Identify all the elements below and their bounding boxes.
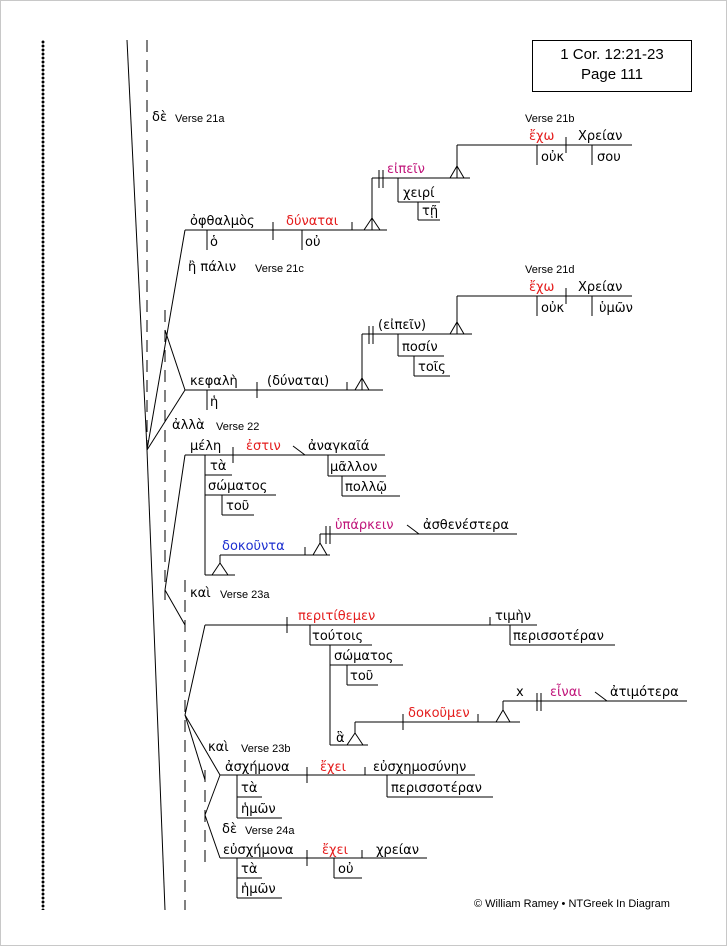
connector-line bbox=[164, 454, 186, 591]
word-anankaia: ἀναγκαῖά bbox=[308, 439, 370, 454]
word-cheiri: χειρί bbox=[403, 186, 435, 201]
word-hemon-2: ἡμῶν bbox=[241, 882, 276, 897]
word-ta-3: τὰ bbox=[241, 862, 258, 877]
word-tou: τοῦ bbox=[226, 499, 250, 514]
verse-label-21d: Verse 21d bbox=[525, 264, 575, 276]
word-euschemosynen: εὐσχημοσύνην bbox=[373, 760, 467, 775]
verse-label-24a: Verse 24a bbox=[245, 825, 295, 837]
word-eipein-implied: (εἰπεῖν) bbox=[378, 318, 427, 333]
connector-line bbox=[164, 589, 186, 626]
connector-line bbox=[184, 624, 206, 716]
word-estin: ἐστιν bbox=[246, 439, 281, 454]
word-de-2: δὲ bbox=[222, 822, 237, 837]
word-he: ἡ bbox=[210, 395, 219, 410]
word-chreian-2: Χρείαν bbox=[578, 280, 623, 295]
word-timen: τιμὴν bbox=[495, 609, 531, 624]
word-posin: ποσίν bbox=[402, 340, 438, 355]
word-perissoteran: περισσοτέραν bbox=[513, 629, 604, 644]
pedestal-foot bbox=[449, 165, 465, 179]
connector-line bbox=[146, 229, 186, 451]
word-hyparchein: ὑπάρκειν bbox=[335, 518, 394, 533]
pedestal-foot bbox=[449, 321, 465, 335]
word-ha: ἃ bbox=[336, 731, 345, 746]
word-ta-2: τὰ bbox=[241, 781, 258, 796]
spine-line bbox=[146, 449, 166, 911]
word-de: δὲ bbox=[152, 110, 167, 125]
word-chreian-3: χρείαν bbox=[376, 843, 420, 858]
word-kai-2: καὶ bbox=[208, 740, 229, 755]
word-echo: ἔχω bbox=[529, 129, 555, 144]
reference-page: Page 111 bbox=[581, 66, 643, 83]
word-ta: τὰ bbox=[210, 459, 227, 474]
word-dynatai-implied: (δύναται) bbox=[267, 374, 330, 389]
word-chreian: Χρείαν bbox=[578, 129, 623, 144]
word-echei: ἔχει bbox=[320, 760, 346, 775]
word-aschemona: ἀσχήμονα bbox=[225, 760, 290, 775]
slant-divider bbox=[292, 445, 306, 456]
word-euschemona: εὐσχήμονα bbox=[223, 843, 294, 858]
pedestal-foot bbox=[354, 377, 370, 391]
word-toutois: τούτοις bbox=[312, 629, 364, 644]
connector-line bbox=[204, 774, 221, 816]
binding-spine bbox=[40, 40, 46, 910]
word-dokoumen: δοκοῦμεν bbox=[408, 706, 470, 721]
word-ophthalmos: ὀφθαλμὸς bbox=[190, 214, 255, 229]
word-mallon: μᾶλλον bbox=[330, 460, 378, 475]
reference-verse: 1 Cor. 12:21-23 bbox=[560, 46, 664, 63]
pedestal-foot bbox=[346, 732, 364, 746]
verse-label-22: Verse 22 bbox=[216, 421, 260, 433]
word-e-palin: ἢ πάλιν bbox=[188, 260, 237, 275]
reference-box: 1 Cor. 12:21-23 Page 111 bbox=[532, 40, 692, 92]
word-kephale: κεφαλὴ bbox=[190, 374, 238, 389]
word-ou: οὐ bbox=[305, 235, 321, 250]
connector-line bbox=[184, 714, 206, 781]
slant-divider bbox=[594, 691, 608, 702]
pedestal-foot bbox=[495, 709, 511, 723]
word-pollo: πολλῷ bbox=[345, 480, 388, 495]
word-ou-2: οὐ bbox=[338, 862, 354, 877]
pedestal-foot bbox=[312, 542, 328, 556]
word-echei-2: ἔχει bbox=[322, 843, 348, 858]
word-peritithemen: περιτίθεμεν bbox=[298, 609, 376, 624]
word-ouk-2: οὐκ bbox=[541, 301, 565, 316]
pedestal-foot bbox=[211, 562, 229, 576]
word-ouk: οὐκ bbox=[541, 150, 565, 165]
word-ho: ὁ bbox=[210, 235, 218, 250]
slant-divider bbox=[406, 524, 420, 535]
word-x: x bbox=[516, 685, 524, 700]
verse-label-21c: Verse 21c bbox=[255, 263, 304, 275]
verse-label-21b: Verse 21b bbox=[525, 113, 575, 125]
word-alla: ἀλλὰ bbox=[172, 418, 205, 433]
pedestal-foot bbox=[363, 217, 381, 231]
verse-label-21a: Verse 21a bbox=[175, 113, 225, 125]
word-echo-2: ἔχω bbox=[529, 280, 555, 295]
word-asthenestera: ἀσθενέστερα bbox=[423, 518, 509, 533]
word-somatos: σώματος bbox=[208, 479, 268, 494]
connector-line bbox=[146, 389, 186, 451]
word-kai: καὶ bbox=[190, 586, 211, 601]
word-te: τῇ bbox=[422, 204, 439, 219]
word-tou-2: τοῦ bbox=[350, 669, 374, 684]
word-perissoteran-2: περισσοτέραν bbox=[391, 781, 482, 796]
verse-label-23a: Verse 23a bbox=[220, 589, 270, 601]
word-atimotera: ἀτιμότερα bbox=[610, 685, 679, 700]
word-sou: σου bbox=[597, 150, 621, 165]
copyright-footer: © William Ramey • NTGreek In Diagram bbox=[474, 898, 670, 910]
verse-label-23b: Verse 23b bbox=[241, 743, 291, 755]
word-dynatai: δύναται bbox=[286, 214, 339, 229]
word-hymon: ὑμῶν bbox=[599, 301, 633, 316]
connector-line bbox=[184, 714, 221, 776]
spine-line bbox=[126, 39, 148, 451]
word-hemon: ἡμῶν bbox=[241, 802, 276, 817]
connector-line bbox=[204, 814, 221, 859]
word-somatos-2: σώματος bbox=[334, 649, 394, 664]
word-einai: εἶναι bbox=[550, 685, 582, 700]
word-tois: τοῖς bbox=[418, 360, 446, 375]
word-eipein: εἰπεῖν bbox=[387, 162, 425, 177]
word-dokounta: δοκοῦντα bbox=[222, 539, 285, 554]
word-mele: μέλη bbox=[190, 439, 222, 454]
connector-line bbox=[164, 329, 186, 391]
